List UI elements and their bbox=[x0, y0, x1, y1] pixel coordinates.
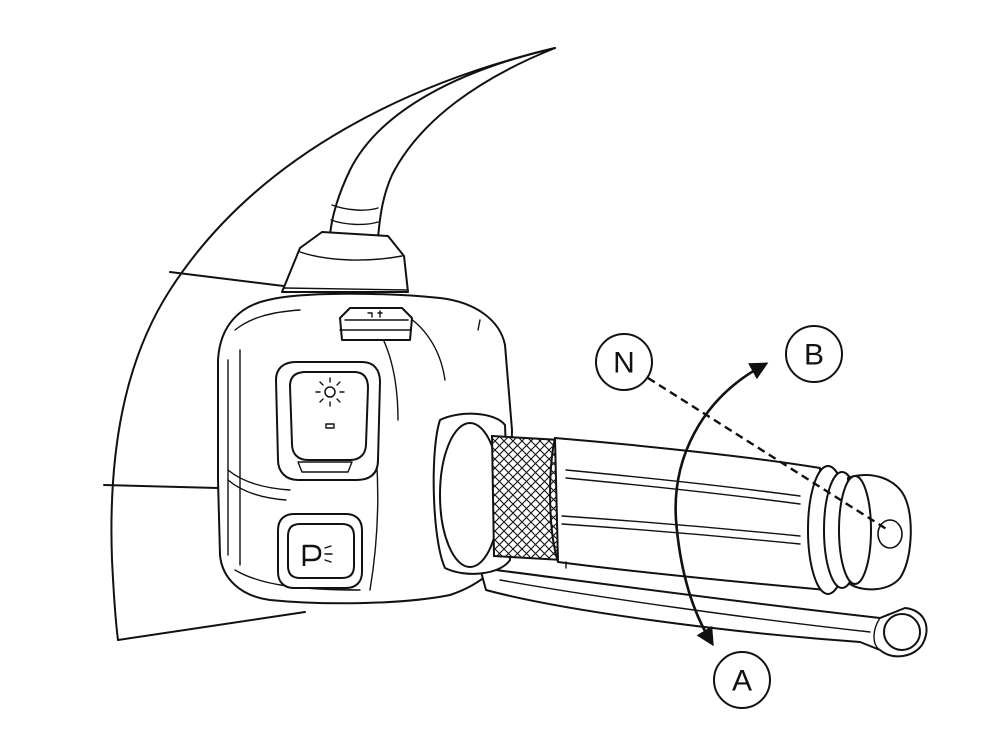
callout-n: N bbox=[595, 333, 653, 391]
callout-a-label: A bbox=[732, 665, 752, 698]
parking-light-icon bbox=[302, 544, 333, 566]
switch-icon bbox=[367, 310, 383, 318]
headlight-button[interactable] bbox=[275, 361, 381, 481]
throttle-grip[interactable] bbox=[432, 412, 912, 595]
fairing bbox=[103, 47, 556, 641]
callout-b-label: B bbox=[804, 339, 824, 372]
callout-b: B bbox=[785, 325, 843, 383]
headlight-icon bbox=[315, 377, 345, 429]
rotation-arrow bbox=[674, 362, 769, 647]
callout-n-label: N bbox=[613, 347, 635, 380]
neutral-indicator-line bbox=[647, 376, 889, 532]
cable bbox=[329, 47, 556, 239]
callout-a: A bbox=[713, 651, 771, 709]
top-button[interactable] bbox=[339, 307, 413, 341]
cable-boot bbox=[281, 231, 409, 293]
parking-light-button[interactable] bbox=[277, 513, 363, 589]
